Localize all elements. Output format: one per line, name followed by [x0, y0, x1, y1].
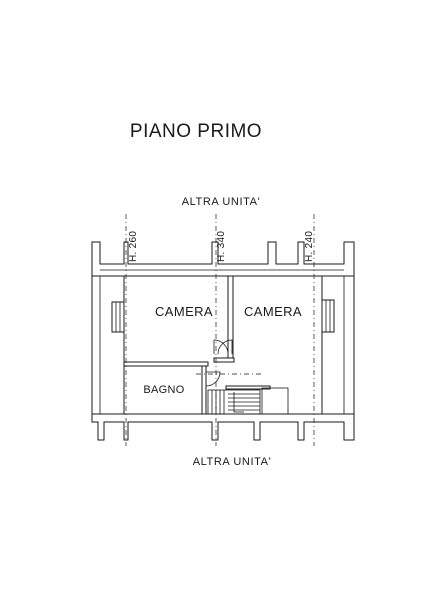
- section-lines: [125, 214, 315, 446]
- room-label-camera-right: CAMERA: [244, 304, 302, 319]
- height-label-middle: H. 340: [216, 231, 227, 262]
- height-label-right: H. 240: [304, 231, 315, 262]
- room-label-camera-left: CAMERA: [155, 304, 213, 319]
- plan-title: PIANO PRIMO: [130, 121, 262, 142]
- staircase: [207, 387, 289, 415]
- walls: [91, 241, 355, 441]
- height-label-left: H. 260: [128, 231, 139, 262]
- neighbor-label-bottom: ALTRA UNITA': [193, 456, 272, 468]
- room-label-bagno: BAGNO: [143, 384, 184, 396]
- neighbor-label-top: ALTRA UNITA': [182, 196, 261, 208]
- doors: [205, 339, 233, 387]
